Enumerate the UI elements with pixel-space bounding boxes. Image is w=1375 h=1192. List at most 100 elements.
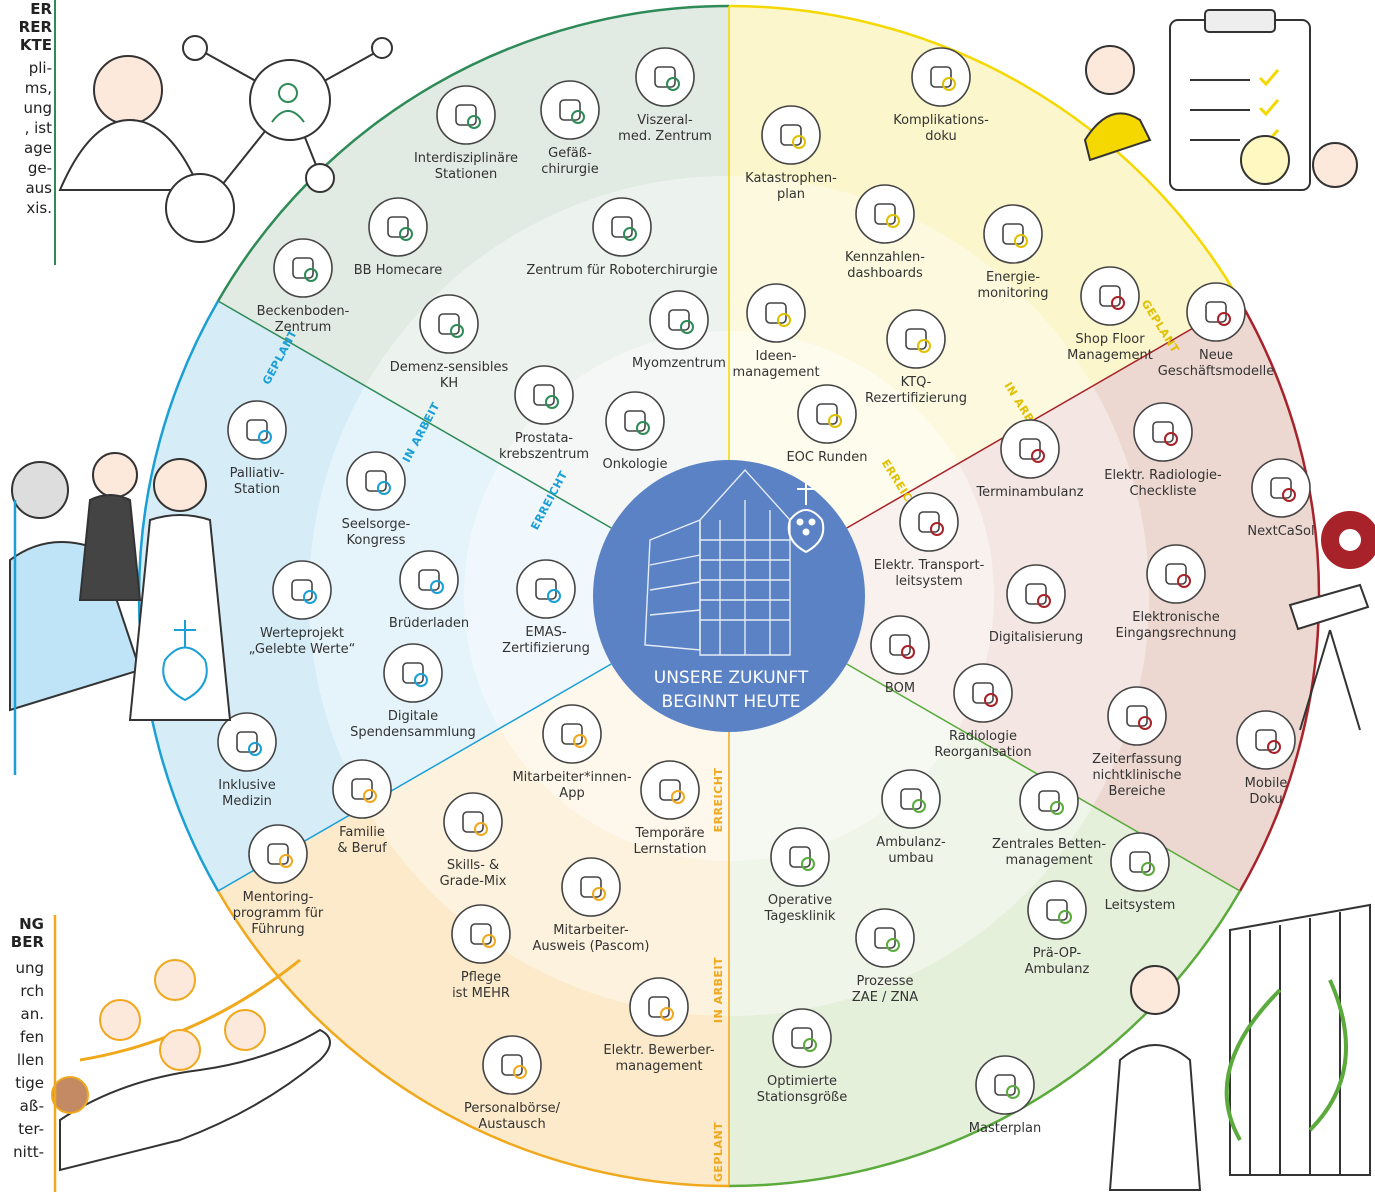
heart-hands-icon <box>246 419 272 444</box>
node-label: Prä-OP- <box>1033 946 1082 961</box>
node-label: Management <box>1067 348 1153 363</box>
node-betten[interactable]: Zentrales Betten-management <box>992 771 1106 868</box>
node-personal[interactable]: Personalbörse/Austausch <box>464 1035 561 1132</box>
node-label: NextCaSol <box>1247 524 1314 539</box>
node-brueder[interactable]: Brüderladen <box>389 550 469 631</box>
cancer-ribbon-icon <box>624 410 650 435</box>
audience-icon <box>365 470 391 495</box>
node-familie[interactable]: Familie& Beruf <box>332 759 392 856</box>
sector-blue-ring-3 <box>138 301 366 891</box>
team-board-icon <box>1099 285 1125 310</box>
node-viszeral[interactable]: Viszeral-med. Zentrum <box>618 47 712 144</box>
node-prostata[interactable]: Prostata-krebszentrum <box>499 365 589 462</box>
node-circle <box>640 760 700 820</box>
side-accent-top <box>54 0 56 265</box>
node-circle <box>346 451 406 511</box>
node-transport[interactable]: Elektr. Transport-leitsystem <box>874 492 985 589</box>
node-komplikation[interactable]: Komplikations-doku <box>893 47 989 144</box>
node-skills[interactable]: Skills- &Grade-Mix <box>440 792 507 889</box>
node-termin[interactable]: Terminambulanz <box>975 419 1084 500</box>
node-digital[interactable]: Digitalisierung <box>989 564 1083 645</box>
node-label: Terminambulanz <box>975 485 1083 500</box>
node-katastrophe[interactable]: Katastrophen-plan <box>745 105 837 202</box>
node-label: nichtklinische <box>1092 768 1181 783</box>
euro-coin-icon <box>402 662 428 687</box>
node-gefaess[interactable]: Gefäß-chirurgie <box>540 80 600 177</box>
center-title-line1: UNSERE ZUKUNFT <box>654 668 809 688</box>
node-label: Checkliste <box>1129 484 1196 499</box>
node-leitsystem[interactable]: Leitsystem <box>1105 832 1176 913</box>
sector-green-rim <box>216 4 730 302</box>
node-label: EOC Runden <box>786 450 867 465</box>
node-ktq[interactable]: KTQ-Rezertifizierung <box>865 309 967 406</box>
node-seelsorge[interactable]: Seelsorge-Kongress <box>342 451 411 548</box>
node-ambulanz[interactable]: Ambulanz-umbau <box>876 769 946 866</box>
alarm-light-icon <box>780 124 806 149</box>
node-homecare[interactable]: BB Homecare <box>354 197 443 278</box>
center-hub: UNSERE ZUKUNFT BEGINNT HEUTE <box>593 460 865 732</box>
node-label: Elektr. Bewerber- <box>603 1043 715 1058</box>
compass-icon <box>291 579 317 604</box>
node-circle <box>1236 710 1296 770</box>
node-app[interactable]: Mitarbeiter*innen-App <box>512 704 632 801</box>
node-circle <box>1186 282 1246 342</box>
node-bom[interactable]: BOM <box>870 615 930 696</box>
node-circle <box>1027 880 1087 940</box>
node-circle <box>248 824 308 884</box>
node-layer: Viszeral-med. Zentrum Gefäß-chirurgie Inte… <box>217 47 1315 1136</box>
stairs-icon <box>267 843 293 868</box>
node-werte[interactable]: Werteprojekt„Gelebte Werte“ <box>249 560 356 657</box>
node-radiocheck[interactable]: Elektr. Radiologie-Checkliste <box>1104 402 1222 499</box>
node-circle <box>899 492 959 552</box>
idea-bulb-icon <box>765 302 791 327</box>
node-onkologie[interactable]: Onkologie <box>603 391 668 472</box>
node-myom[interactable]: Myomzentrum <box>632 290 726 371</box>
node-label: Lernstation <box>633 842 706 857</box>
node-palliativ[interactable]: Palliativ-Station <box>227 400 287 497</box>
node-ideen[interactable]: Ideen-management <box>732 283 820 380</box>
ring-label-orange-achieved: ERREICHT <box>712 768 725 833</box>
node-masterplan[interactable]: Masterplan <box>969 1055 1041 1136</box>
node-bewerber[interactable]: Elektr. Bewerber-management <box>603 977 715 1074</box>
node-circle <box>1133 402 1193 462</box>
node-circle <box>368 197 428 257</box>
ring-label-orange-planned: GEPLANT <box>712 1122 725 1182</box>
node-label: Seelsorge- <box>342 517 411 532</box>
node-label: Medizin <box>222 794 272 809</box>
node-robot[interactable]: Zentrum für Roboterchirurgie <box>526 197 718 278</box>
node-label: Mitarbeiter*innen- <box>512 770 631 785</box>
node-circle <box>855 908 915 968</box>
shop-icon <box>418 569 444 594</box>
signpost-icon <box>1129 851 1155 876</box>
node-praeop[interactable]: Prä-OP-Ambulanz <box>1025 880 1090 977</box>
node-emas[interactable]: EMAS-Zertifizierung <box>502 559 590 656</box>
puzzle-icon <box>462 811 488 836</box>
node-kennzahlen[interactable]: Kennzahlen-dashboards <box>845 184 925 281</box>
node-ausweis[interactable]: Mitarbeiter-Ausweis (Pascom) <box>533 857 650 954</box>
node-energie[interactable]: Energie-monitoring <box>978 204 1049 301</box>
illustration-hand-team-bottom-left <box>51 915 331 1192</box>
node-circle <box>592 197 652 257</box>
node-circle <box>649 290 709 350</box>
node-nextcasol[interactable]: NextCaSol <box>1247 458 1315 539</box>
zae-zna-icon <box>874 927 900 952</box>
scale-icon <box>351 778 377 803</box>
node-beckenboden[interactable]: Beckenboden-Zentrum <box>257 238 350 335</box>
node-eoc[interactable]: EOC Runden <box>786 384 868 465</box>
